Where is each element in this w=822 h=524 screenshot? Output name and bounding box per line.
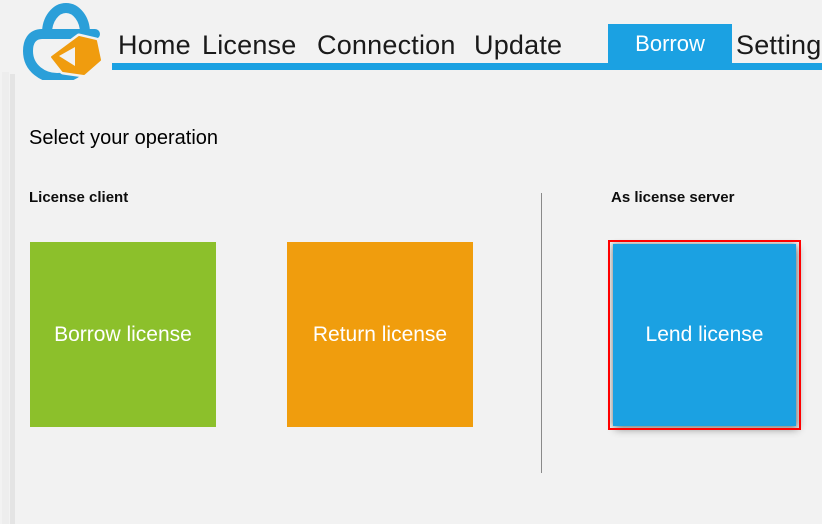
- tab-home[interactable]: Home: [118, 30, 191, 60]
- nav-underline: [112, 63, 822, 70]
- lend-license-label: Lend license: [645, 323, 764, 346]
- return-license-button[interactable]: Return license: [287, 242, 473, 427]
- tab-settings[interactable]: Settings: [736, 30, 822, 60]
- borrow-license-label: Borrow license: [54, 322, 192, 346]
- page-title: Select your operation: [29, 127, 219, 149]
- left-edge-strip-inner: [10, 74, 15, 524]
- lock-with-tag-logo-icon: [22, 3, 102, 80]
- section-label-license-client: License client: [29, 189, 129, 206]
- return-license-label: Return license: [312, 322, 448, 346]
- tab-license[interactable]: License: [202, 30, 297, 60]
- tab-borrow-label: Borrow: [635, 30, 705, 56]
- section-label-as-license-server: As license server: [611, 189, 735, 206]
- tab-update[interactable]: Update: [474, 30, 563, 60]
- tab-connection[interactable]: Connection: [317, 30, 456, 60]
- section-divider: [541, 193, 542, 473]
- borrow-license-button[interactable]: Borrow license: [30, 242, 216, 427]
- tab-borrow-active[interactable]: Borrow: [608, 24, 732, 70]
- left-edge-strip: [2, 72, 9, 524]
- lend-license-button[interactable]: Lend license: [613, 244, 796, 426]
